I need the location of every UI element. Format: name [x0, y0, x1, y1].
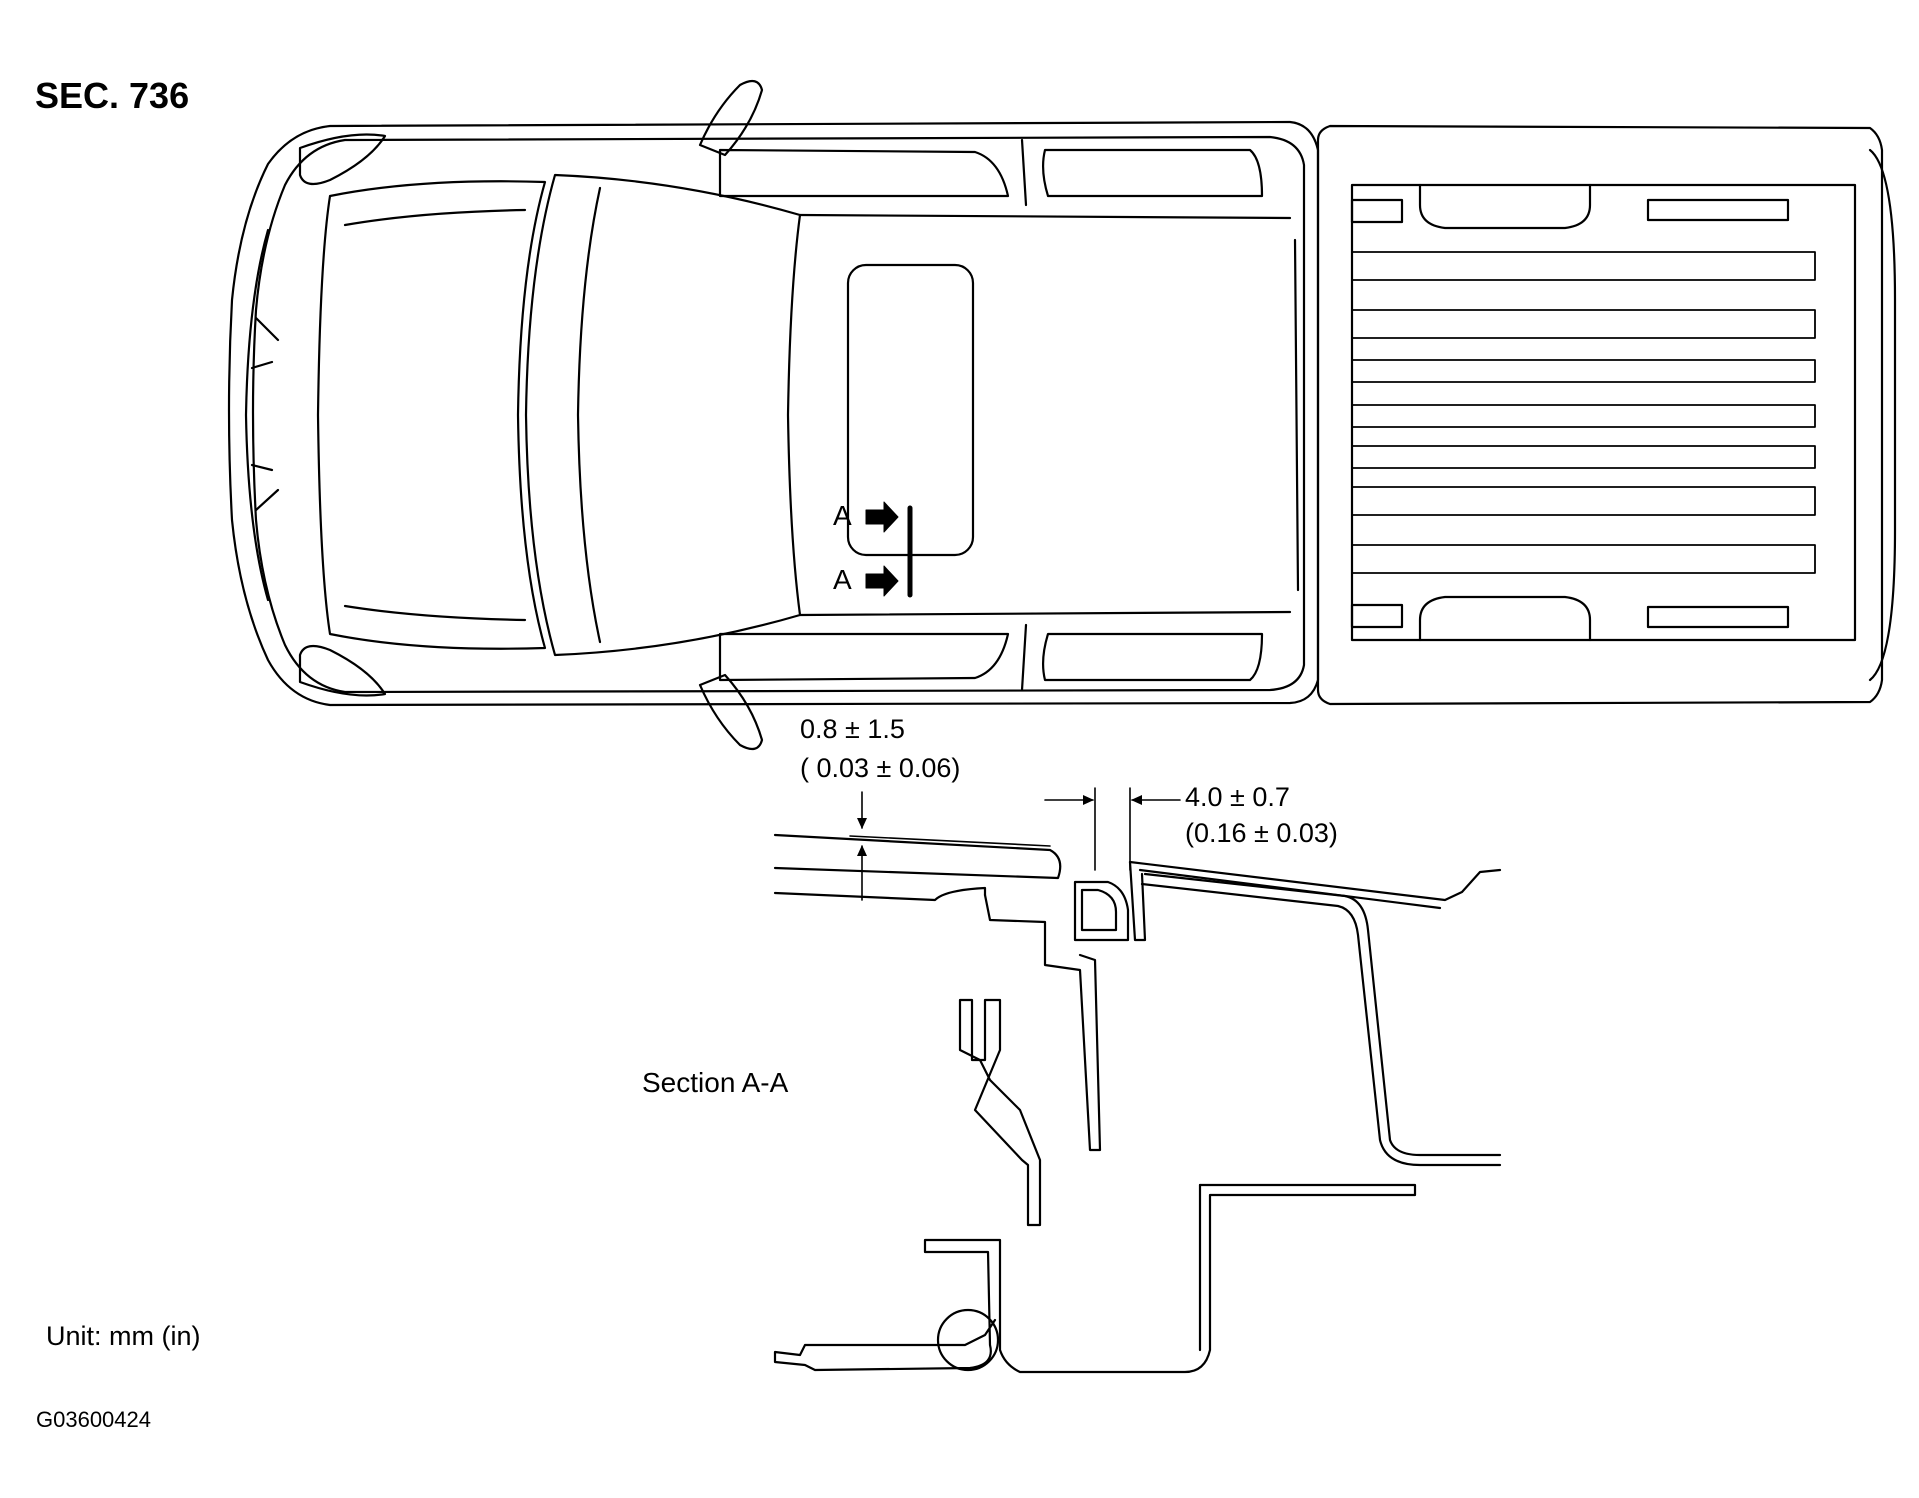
truck-top-view [227, 79, 1897, 751]
windshield [524, 173, 802, 657]
roof-panel-left [773, 833, 1062, 880]
headliner-right [1143, 872, 1502, 1157]
hood-crease [343, 208, 527, 622]
gap-dimension-in: (0.16 ± 0.03) [1185, 818, 1338, 848]
truck-bed [1316, 124, 1897, 706]
drain-tube [936, 1308, 1000, 1372]
unit-note: Unit: mm (in) [46, 1321, 201, 1351]
section-marker-upper: A [833, 500, 852, 531]
headlight-upper [298, 133, 387, 186]
section-view-title: Section A-A [642, 1067, 789, 1098]
section-arrow-lower-icon [865, 565, 899, 597]
tie-down-lower-right [1646, 605, 1790, 629]
flush-dimension-mm: 0.8 ± 1.5 [800, 714, 905, 744]
bracket-left [958, 998, 1042, 1227]
sunroof-glass-section [1128, 860, 1502, 902]
figure-code: G03600424 [36, 1407, 151, 1432]
section-code-title: SEC. 736 [35, 75, 190, 116]
flush-dimension-in: ( 0.03 ± 0.06) [800, 753, 961, 783]
windshield-inner [576, 186, 602, 644]
section-detail [773, 787, 1502, 1374]
gap-dimension-mm: 4.0 ± 0.7 [1185, 782, 1290, 812]
wheel-well-lower [1418, 595, 1592, 642]
section-cut-indicator [865, 501, 913, 598]
tie-down-lower-left [1350, 603, 1404, 629]
flush-dimension [849, 791, 1051, 901]
cab-body-outline [227, 120, 1320, 707]
roof-rear-edge [1293, 238, 1300, 592]
roof-reinforcement [773, 886, 987, 902]
gap-dimension [1044, 787, 1181, 871]
hood [316, 180, 547, 650]
glass-frame [1128, 860, 1147, 942]
section-arrow-upper-icon [865, 501, 899, 533]
headliner-right-inner [1140, 882, 1502, 1167]
weather-strip [1073, 880, 1130, 942]
roof-edge-upper [798, 213, 1292, 220]
weather-strip-inner [1080, 888, 1118, 932]
sunroof-frame [983, 893, 1102, 1152]
tie-down-upper-right [1646, 198, 1790, 222]
tie-down-upper-left [1350, 198, 1404, 224]
section-marker-lower: A [833, 564, 852, 595]
mirror-upper [698, 79, 764, 157]
bed-ribs [1351, 251, 1816, 574]
headlight-lower [298, 644, 387, 697]
lower-side-windows [718, 623, 1264, 692]
wheel-well-upper [1418, 183, 1592, 230]
roof-edge-lower [798, 610, 1292, 617]
front-grille [244, 228, 280, 602]
lower-channel [773, 1183, 1417, 1374]
mirror-lower [698, 673, 764, 751]
upper-side-windows [718, 138, 1264, 207]
